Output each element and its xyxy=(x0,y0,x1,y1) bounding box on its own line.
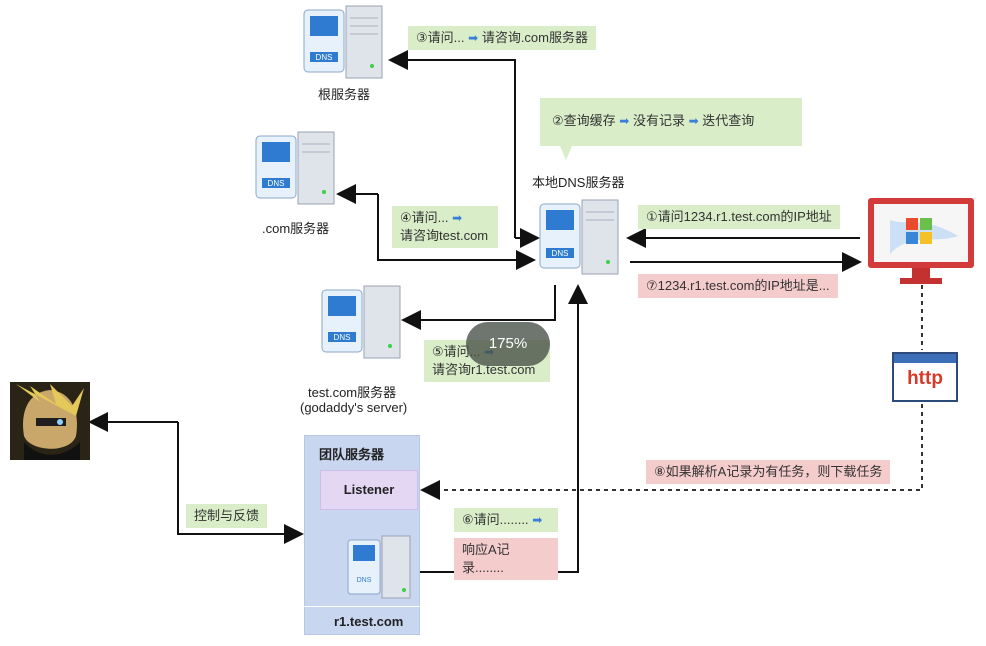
arrow-root-to-local xyxy=(388,50,516,238)
step2-text-a: ②查询缓存 xyxy=(552,113,616,128)
listener-box: Listener xyxy=(320,470,418,510)
svg-text:DNS: DNS xyxy=(334,333,351,342)
control-feedback-label: 控制与反馈 xyxy=(186,504,268,528)
step2-bubble-notch xyxy=(560,146,572,160)
step3-text-b: 请咨询.com服务器 xyxy=(481,30,588,45)
zoom-level-badge: 175% xyxy=(466,322,550,366)
right-arrow-box-icon: ➡ xyxy=(619,114,630,128)
http-label: http xyxy=(907,368,943,389)
http-badge: http xyxy=(892,352,958,402)
testcom-server-icon: DNS xyxy=(321,285,401,359)
step3-text-a: ③请问... xyxy=(416,30,465,45)
com-server-icon: DNS xyxy=(255,131,335,205)
testcom-caption-line2: (godaddy's server) xyxy=(300,400,408,415)
arrow-to-testcom xyxy=(401,285,556,330)
step6-response-label: 响应A记录........ xyxy=(454,538,558,580)
right-arrow-box-icon: ➡ xyxy=(468,31,479,45)
step4-text-a: ④请问... xyxy=(400,210,449,225)
com-server-caption: .com服务器 xyxy=(262,221,330,236)
svg-text:DNS: DNS xyxy=(268,179,285,188)
right-arrow-box-icon: ➡ xyxy=(688,114,699,128)
root-server-icon: DNS xyxy=(303,5,383,79)
svg-text:DNS: DNS xyxy=(316,53,333,62)
windows-computer-icon xyxy=(868,198,974,284)
step8-label: ⑧如果解析A记录为有任务，则下载任务 xyxy=(646,460,891,484)
step7-label: ⑦1234.r1.test.com的IP地址是... xyxy=(638,274,838,298)
step2-text-c: 迭代查询 xyxy=(702,113,755,128)
svg-text:DNS: DNS xyxy=(357,577,372,584)
team-server-box: 团队服务器 xyxy=(304,435,420,635)
http-badge-titlebar xyxy=(894,354,956,363)
svg-text:DNS: DNS xyxy=(552,249,569,258)
hacker-avatar-icon xyxy=(10,382,90,460)
step2-text-b: 没有记录 xyxy=(632,113,685,128)
step3-label: ③请问... ➡ 请咨询.com服务器 xyxy=(408,26,596,50)
root-server-caption: 根服务器 xyxy=(318,87,371,102)
testcom-caption-line1: test.com服务器 xyxy=(308,385,397,400)
team-box-divider xyxy=(304,606,420,607)
step6-text-a: ⑥请问........ xyxy=(462,512,529,527)
step4-label: ④请问... ➡ 请咨询test.com xyxy=(392,206,498,248)
r1-server-icon: DNS xyxy=(347,535,411,599)
arrow-com-to-local xyxy=(377,194,536,270)
arrow-control-feedback xyxy=(177,422,304,544)
step6-label: ⑥请问........ ➡ xyxy=(454,508,558,532)
step4-text-b: 请咨询test.com xyxy=(400,228,489,243)
local-dns-caption: 本地DNS服务器 xyxy=(532,175,625,190)
right-arrow-box-icon: ➡ xyxy=(452,211,463,225)
r1-label: r1.test.com xyxy=(334,614,404,629)
step1-label: ①请问1234.r1.test.com的IP地址 xyxy=(638,205,840,229)
dashed-http-to-listener xyxy=(420,404,923,500)
team-server-title: 团队服务器 xyxy=(319,447,385,462)
right-arrow-box-icon: ➡ xyxy=(532,513,543,527)
step2-bubble: ②查询缓存 ➡ 没有记录 ➡ 迭代查询 xyxy=(540,98,802,146)
local-dns-server-icon: DNS xyxy=(539,199,619,275)
